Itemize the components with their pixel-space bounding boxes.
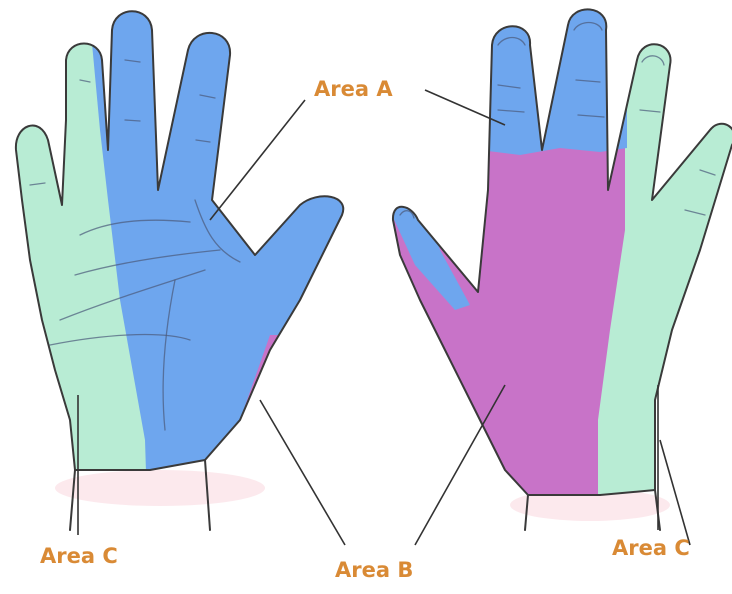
- label-area-c-left: Area C: [40, 544, 118, 568]
- right-area-a-region: [480, 0, 627, 155]
- area-c-leader-right-2: [660, 440, 690, 545]
- area-b-leader-left: [260, 400, 345, 545]
- label-area-b: Area B: [335, 558, 413, 582]
- area-b-leader-right: [415, 385, 505, 545]
- area-a-leader-left: [210, 100, 305, 220]
- label-area-a: Area A: [314, 77, 393, 101]
- right-area-b-region: [380, 140, 625, 594]
- label-area-c-right: Area C: [612, 536, 690, 560]
